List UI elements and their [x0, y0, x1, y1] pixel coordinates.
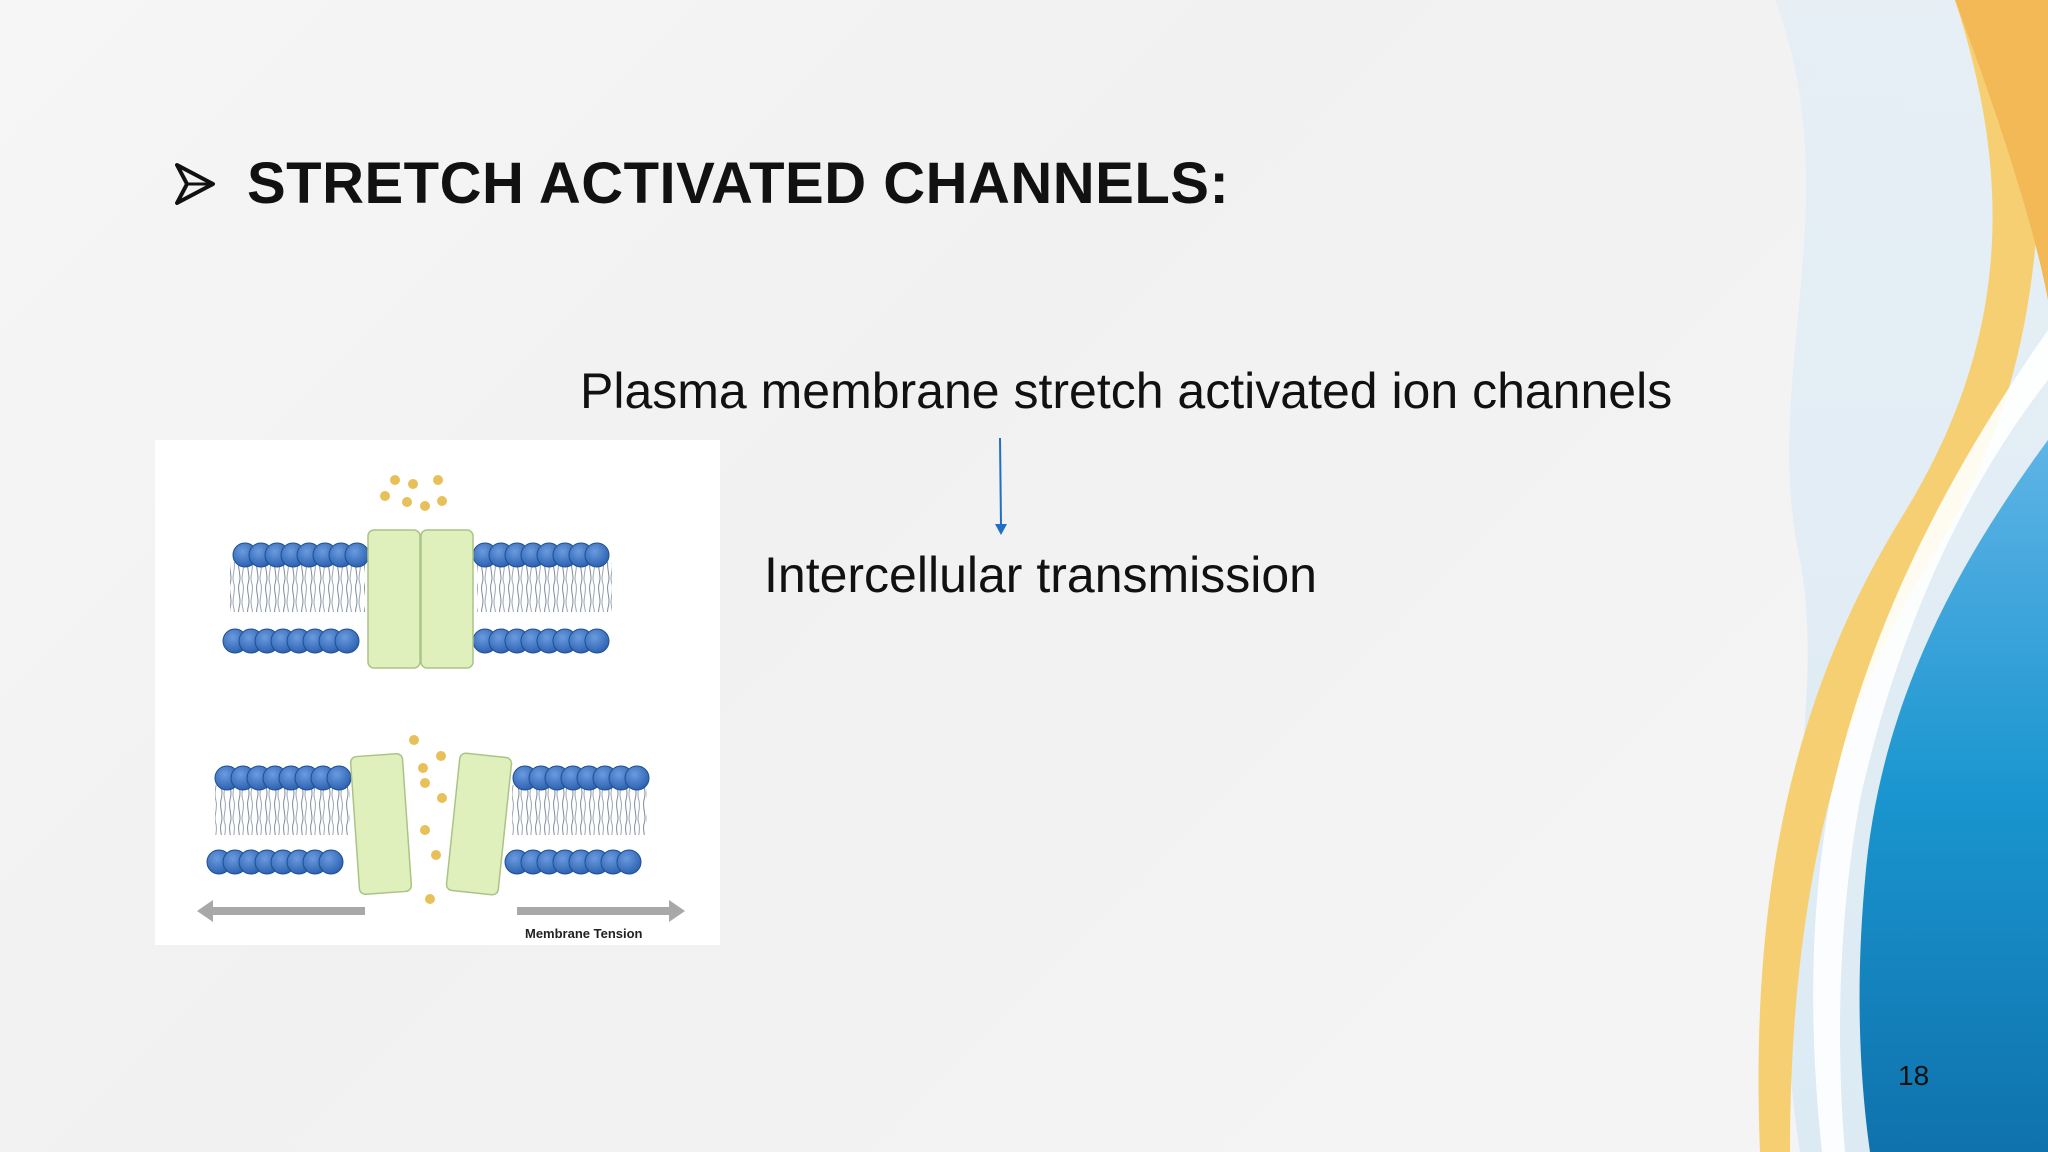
- down-arrow-icon: [995, 438, 1007, 535]
- page-number: 18: [1898, 1060, 1930, 1091]
- arrowhead-bullet-icon: [175, 162, 215, 205]
- figure-caption: Membrane Tension: [525, 926, 643, 941]
- membrane-tension-arrows: [197, 900, 685, 922]
- open-channel-membrane: [206, 735, 650, 904]
- flow-source-text: Plasma membrane stretch activated ion ch…: [580, 363, 1673, 419]
- flow-target-text: Intercellular transmission: [764, 547, 1317, 603]
- closed-channel-membrane: [222, 475, 612, 669]
- membrane-diagram-svg: Membrane Tension: [197, 475, 685, 941]
- title-text: STRETCH ACTIVATED CHANNELS:: [247, 151, 1230, 216]
- slide-title: STRETCH ACTIVATED CHANNELS:: [175, 150, 1229, 217]
- stretch-channel-diagram: Membrane Tension: [155, 440, 720, 945]
